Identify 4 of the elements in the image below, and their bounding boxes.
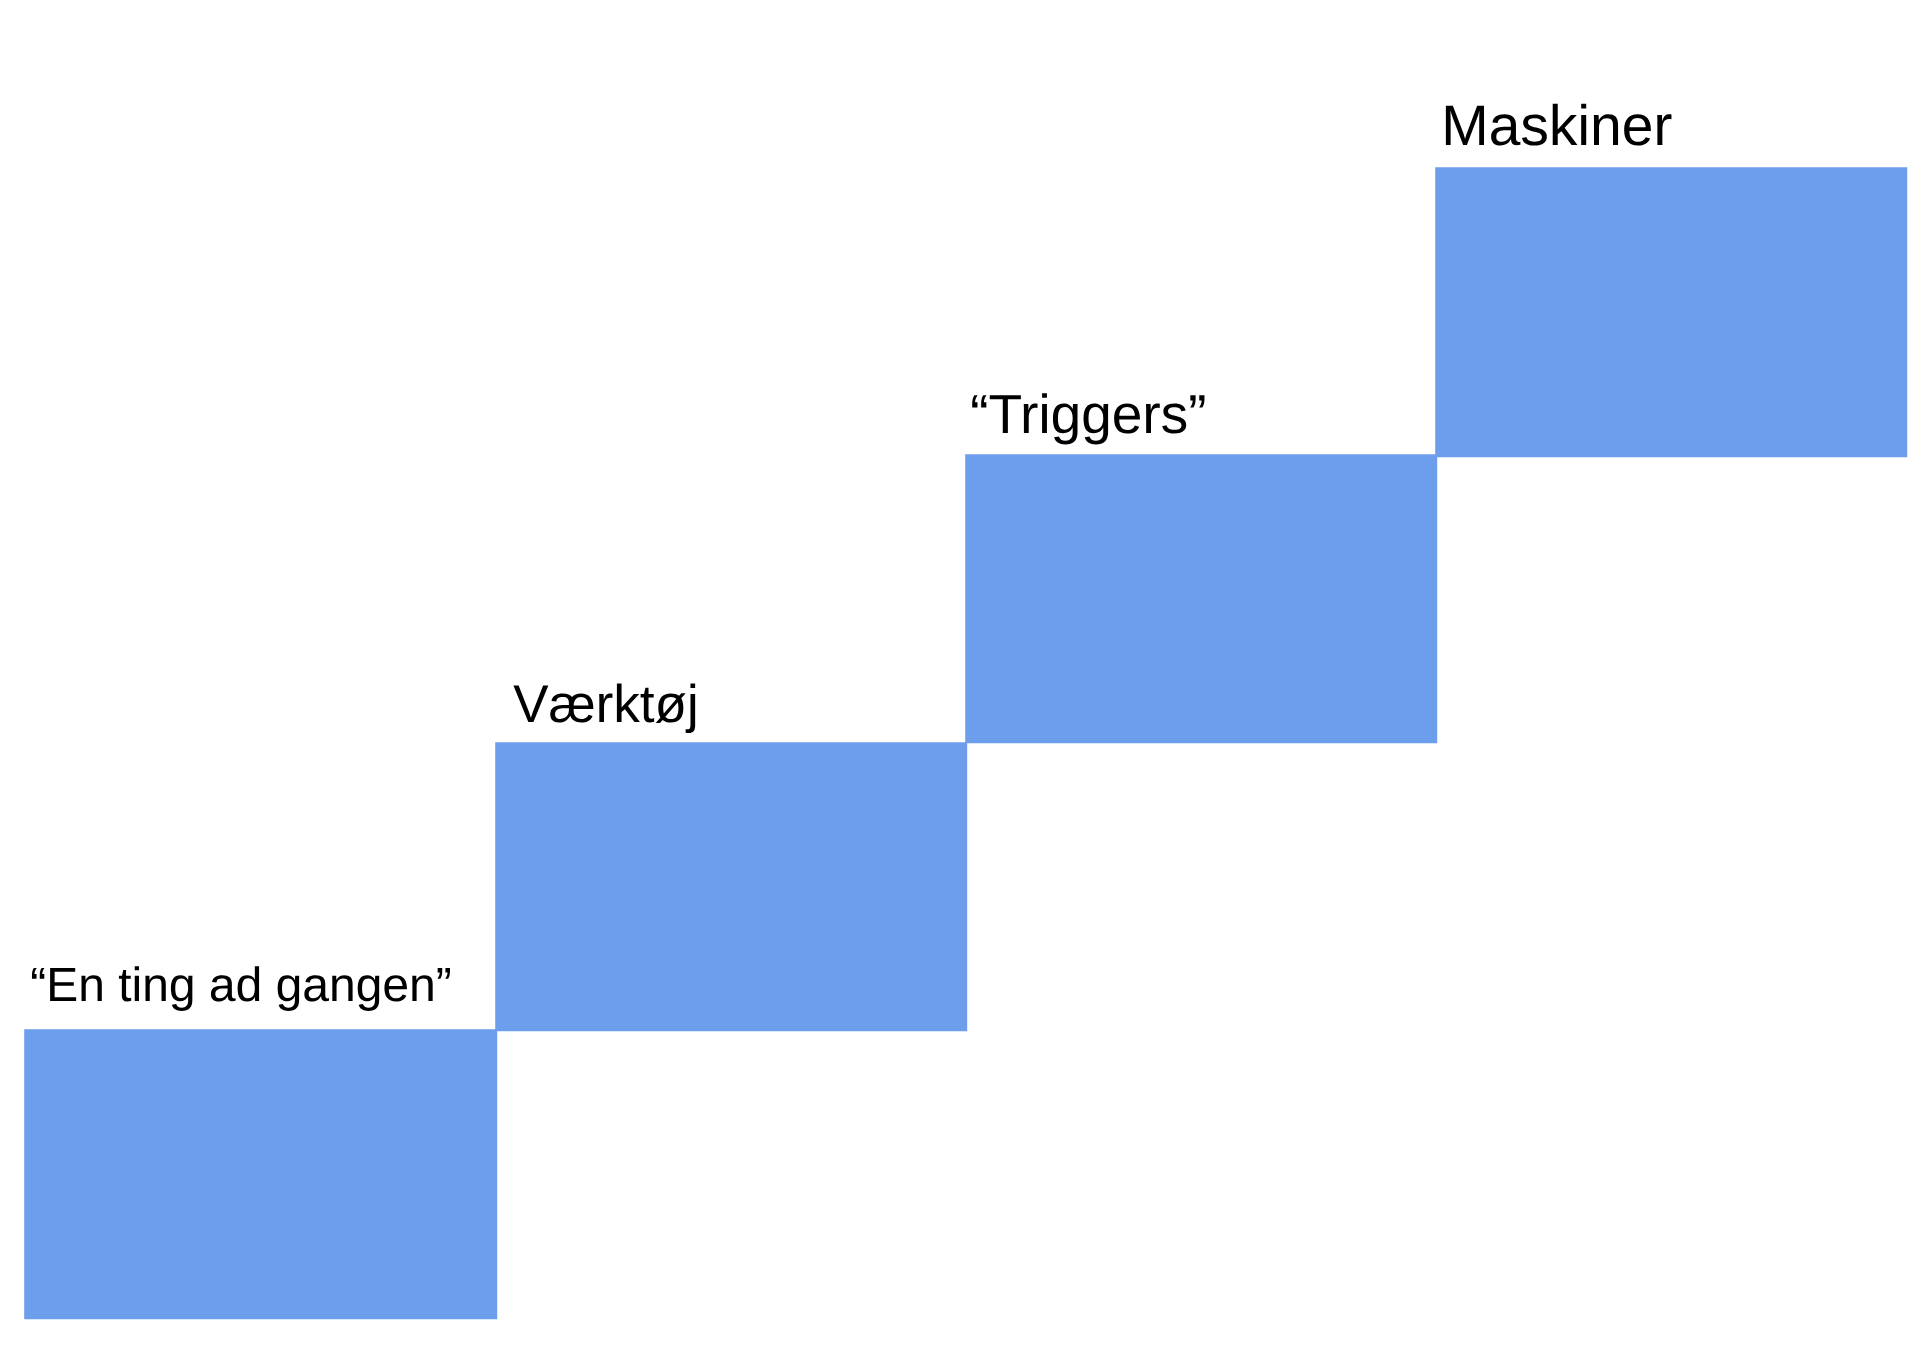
step-heading: Værktøj (513, 683, 696, 733)
step-heading: “En ting ad gangen” (31, 966, 450, 1011)
step-heading: Maskiner (1445, 103, 1672, 146)
step-heading: “Triggers” (972, 393, 1205, 445)
